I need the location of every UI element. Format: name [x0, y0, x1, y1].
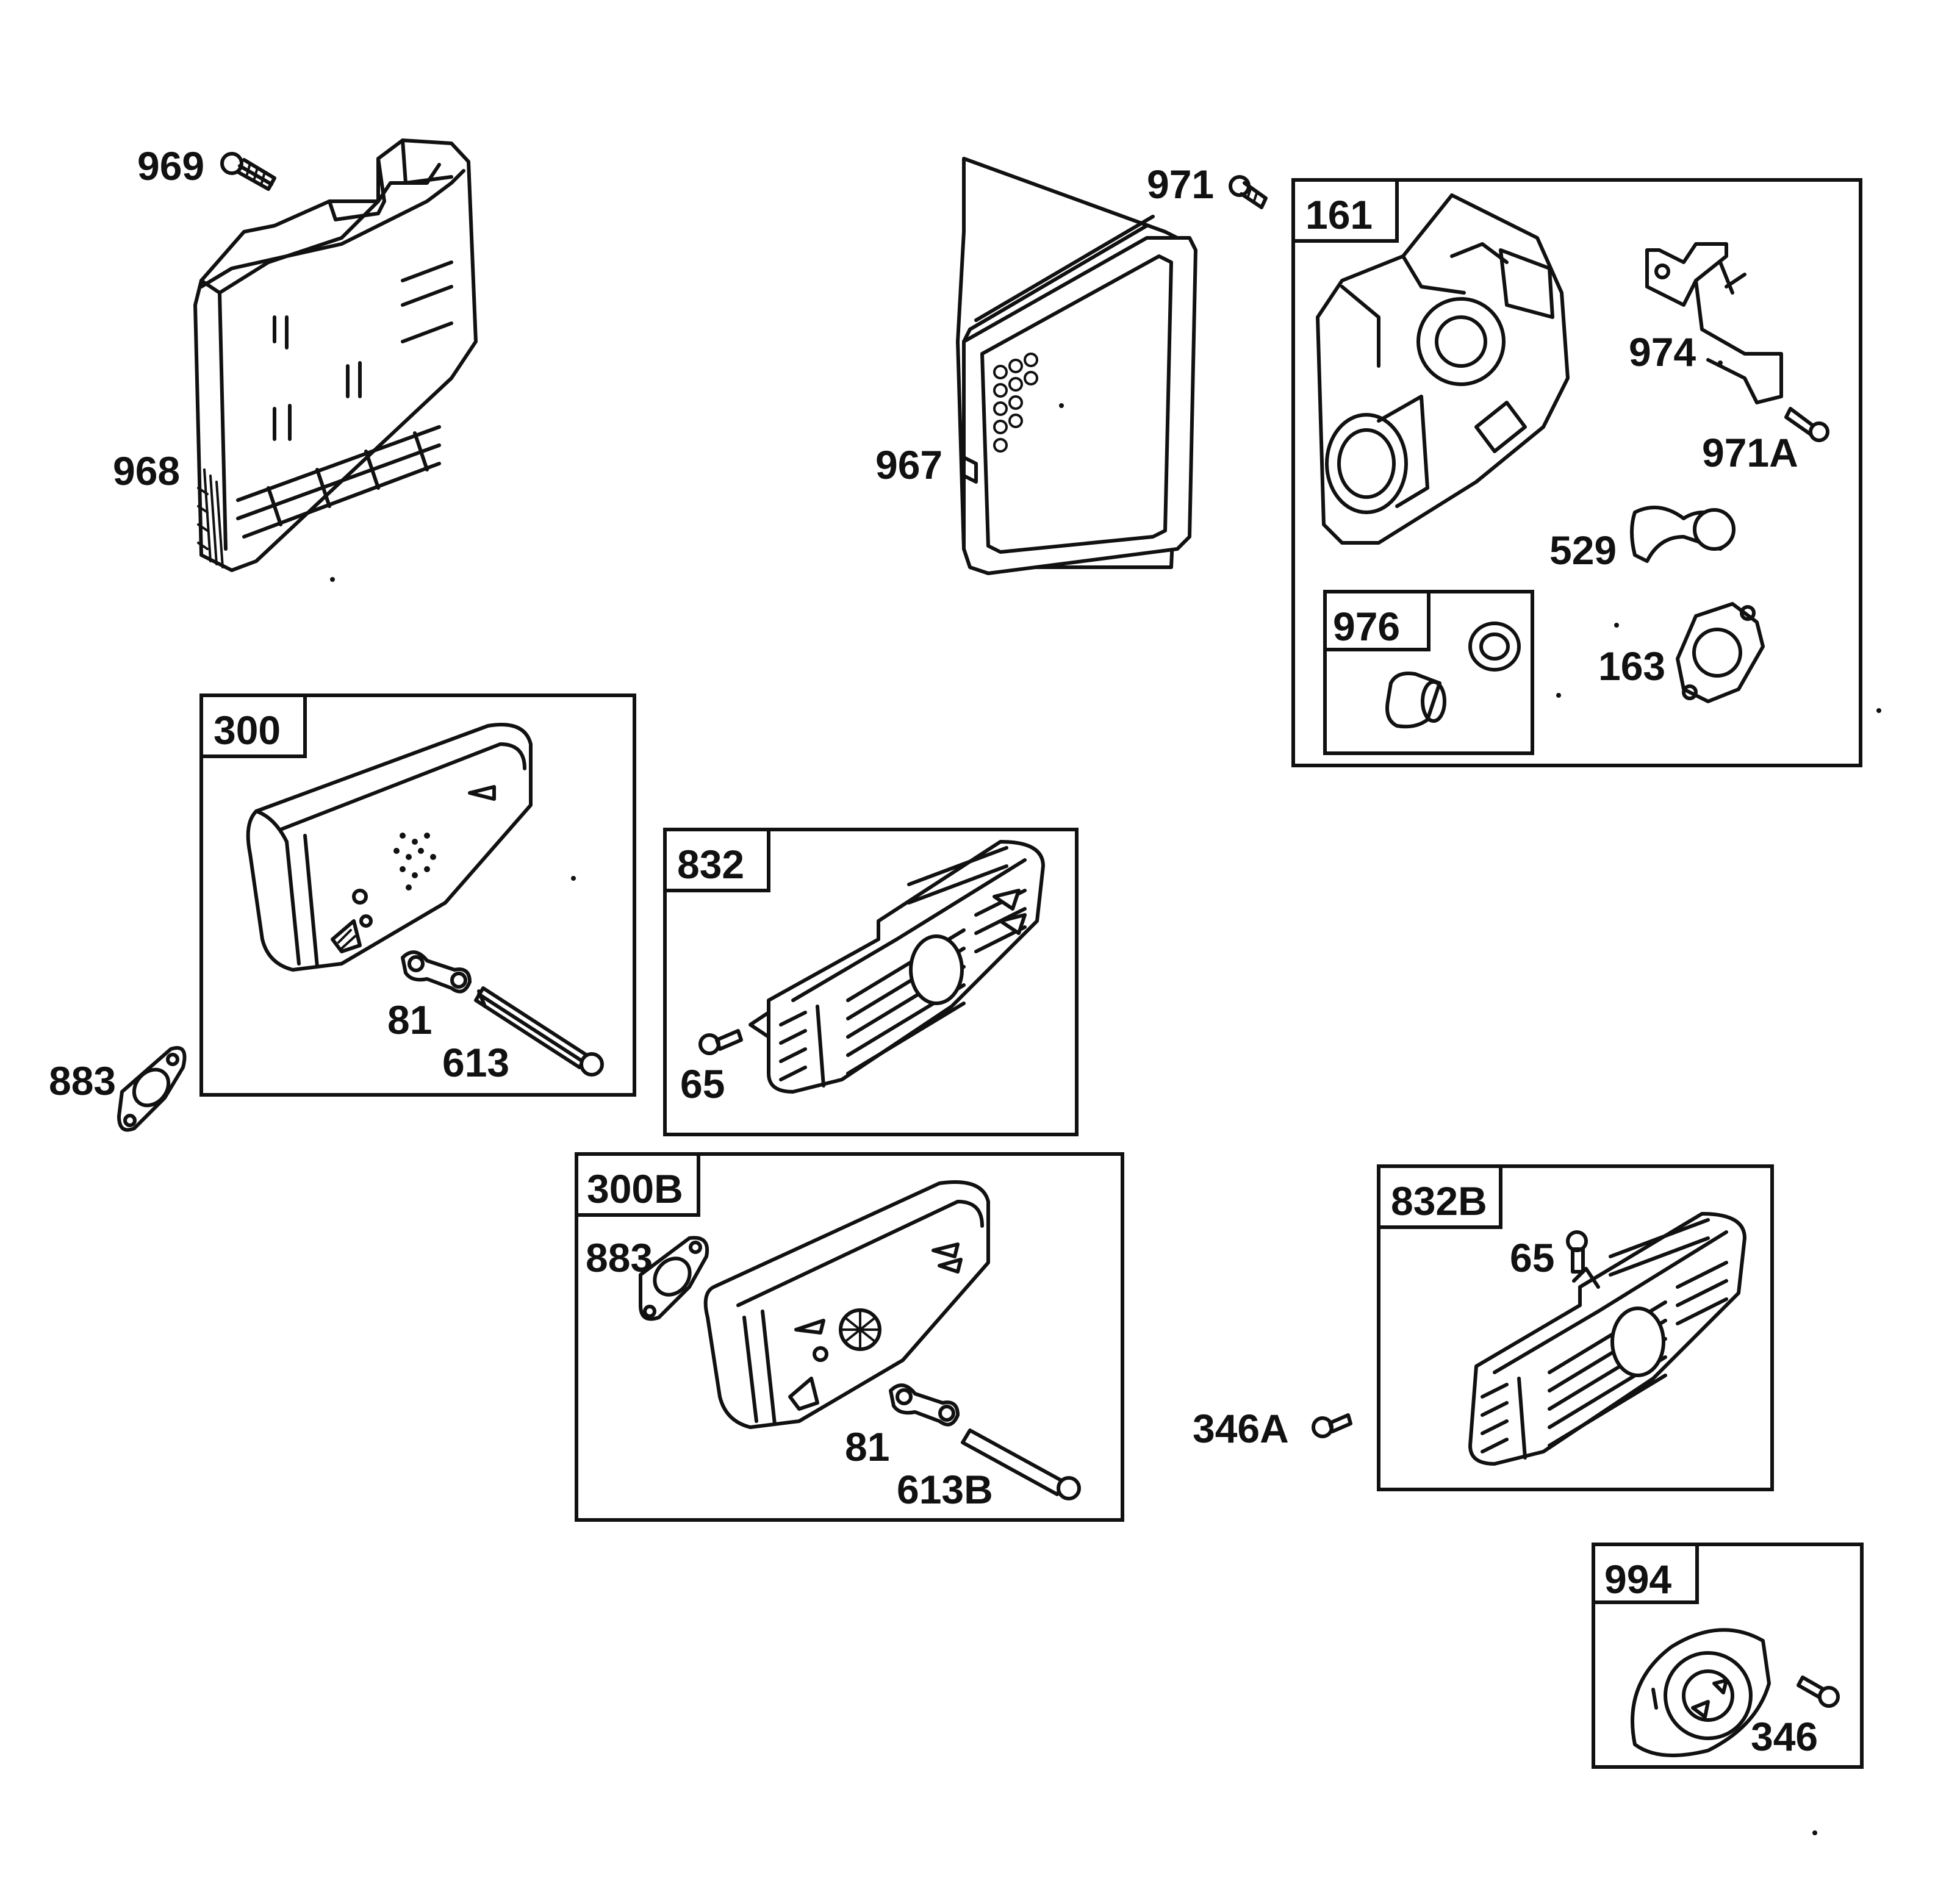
kit-832B-frame: [1377, 1164, 1774, 1491]
kit-832-frame: [663, 828, 1079, 1136]
label-832B: 832B: [1391, 1178, 1487, 1224]
kit-300-frame: [199, 693, 636, 1097]
kit-994-tag: [1592, 1543, 1699, 1604]
label-971: 971: [1147, 162, 1214, 207]
muffler-300-drawing: [246, 723, 533, 972]
filter-mesh: [993, 353, 1038, 453]
label-300B: 300B: [587, 1166, 683, 1211]
bolt-613-drawing: [474, 986, 604, 1077]
kit-832-tag: [663, 828, 770, 892]
label-976: 976: [1333, 604, 1400, 649]
label-81-b: 81: [845, 1424, 889, 1469]
kit-161-frame: [1291, 178, 1862, 767]
gasket-81b-drawing: [889, 1383, 960, 1427]
kit-832B-tag: [1377, 1164, 1502, 1229]
primer-bulb-drawing: [1385, 622, 1521, 729]
label-81-a: 81: [387, 997, 432, 1042]
label-971A: 971A: [1702, 430, 1798, 475]
part-labels: 969 968 971 967 161 974 971A 529 976 163…: [49, 143, 1818, 1759]
label-883-a: 883: [49, 1058, 116, 1103]
screw-346A-drawing: [1312, 1413, 1352, 1438]
screw-346-drawing: [1797, 1676, 1840, 1708]
label-163: 163: [1598, 643, 1665, 689]
kit-976-tag: [1323, 590, 1431, 651]
elbow-529-drawing: [1630, 506, 1736, 563]
label-613: 613: [442, 1040, 509, 1085]
kit-994-frame: [1592, 1543, 1864, 1769]
label-65-b: 65: [1510, 1235, 1554, 1280]
gasket-883a-drawing: [117, 1046, 187, 1132]
gasket-883b-drawing: [639, 1236, 709, 1321]
gasket-81-drawing: [401, 950, 472, 994]
label-346: 346: [1751, 1714, 1818, 1759]
label-883-b: 883: [586, 1235, 653, 1280]
bolt-613B-drawing: [961, 1428, 1081, 1500]
label-529: 529: [1549, 528, 1617, 573]
kit-300B-frame: [575, 1152, 1124, 1522]
screw-971A-drawing: [1784, 407, 1829, 442]
air-cleaner-base-drawing: [193, 138, 478, 572]
screw-971-drawing: [1229, 175, 1268, 209]
label-967: 967: [875, 442, 942, 487]
label-969: 969: [137, 143, 204, 188]
label-832: 832: [677, 842, 744, 887]
gasket-163-drawing: [1676, 602, 1765, 703]
screw-65a-drawing: [698, 1029, 743, 1055]
air-filter-drawing: [956, 157, 1197, 575]
label-346A: 346A: [1193, 1406, 1289, 1451]
label-994: 994: [1604, 1557, 1671, 1602]
screw-65b-drawing: [1566, 1230, 1588, 1274]
label-65-a: 65: [680, 1061, 725, 1106]
kit-161-tag: [1291, 178, 1399, 243]
bracket-974-drawing: [1645, 242, 1783, 404]
deflector-994-drawing: [1631, 1628, 1771, 1757]
scan-specks: [330, 360, 1881, 1835]
muffler-guard-832-drawing: [748, 840, 1045, 1094]
muffler-guard-832B-drawing: [1468, 1212, 1746, 1466]
label-974: 974: [1629, 329, 1696, 375]
carburetor-adapter-drawing: [1316, 193, 1570, 545]
muffler-300B-drawing: [703, 1180, 990, 1429]
label-968: 968: [113, 448, 180, 493]
label-161: 161: [1305, 192, 1373, 237]
label-300: 300: [214, 708, 281, 753]
screw-969-drawing: [220, 152, 276, 191]
kit-300B-tag: [575, 1152, 700, 1217]
kit-300-tag: [199, 693, 307, 758]
label-613B: 613B: [897, 1467, 993, 1512]
